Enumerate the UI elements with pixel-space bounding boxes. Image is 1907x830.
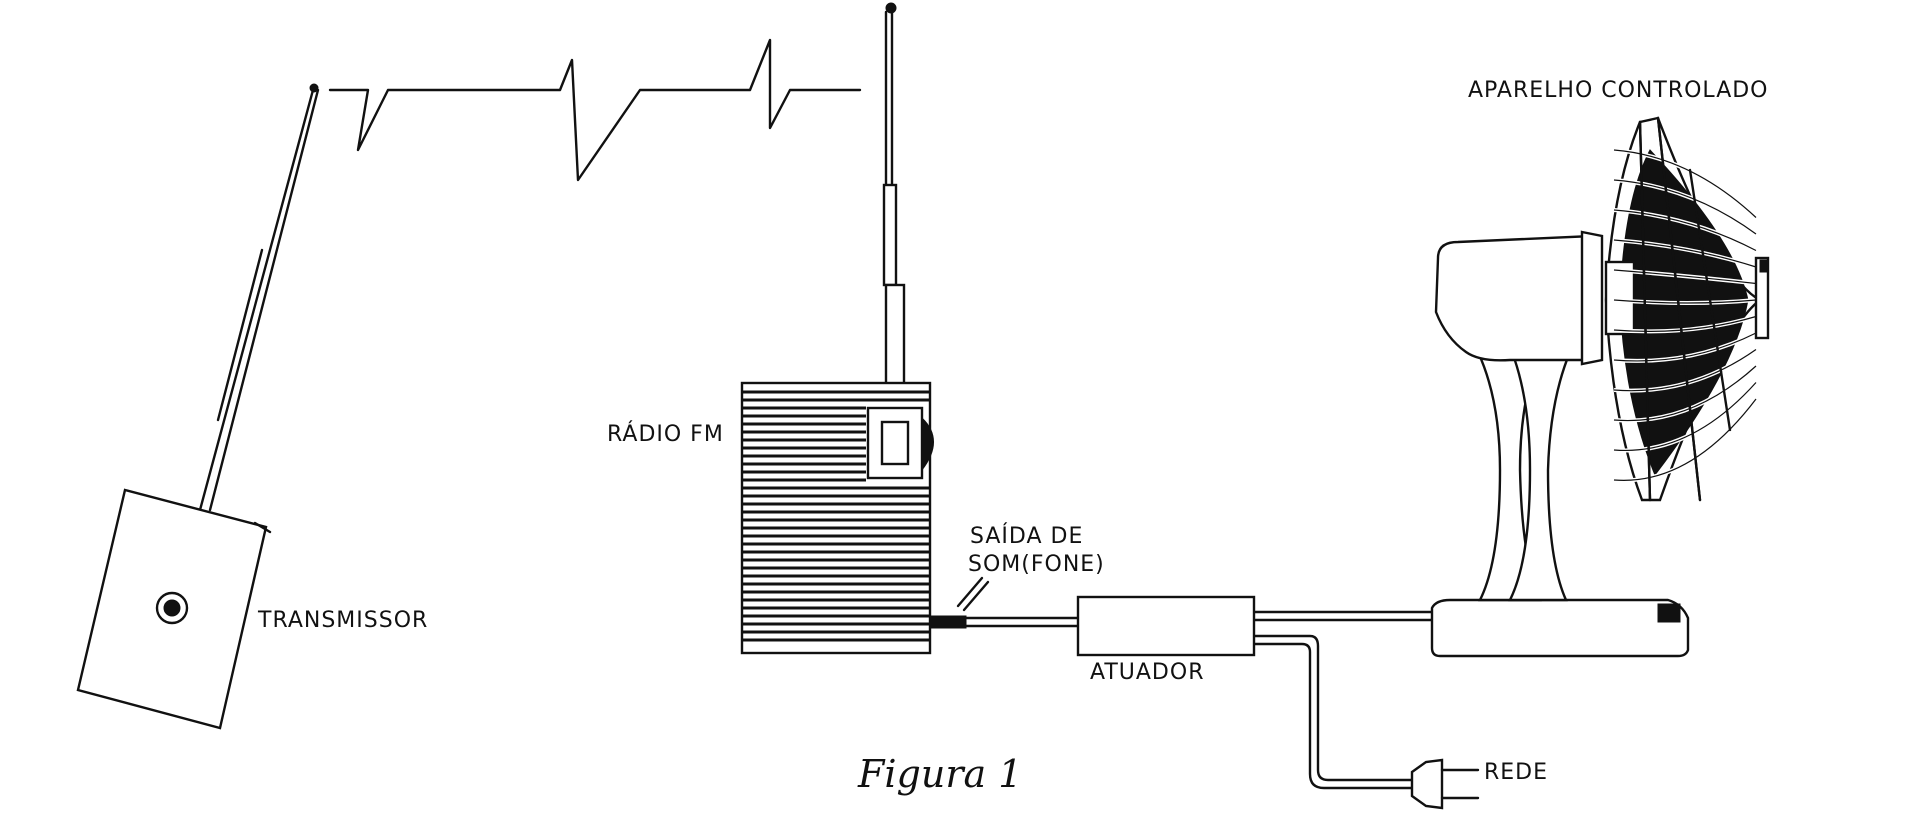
actuator-label: ATUADOR: [1090, 660, 1205, 685]
fan-guard-wire: [1613, 398, 1757, 481]
fan-guard-wire: [1613, 332, 1757, 362]
fan-guard-wire: [1613, 382, 1757, 452]
fan-guard-wire: [1613, 299, 1757, 304]
mains-label: REDE: [1484, 760, 1549, 785]
fan-guard-wire: [1613, 149, 1757, 218]
electric-fan-icon: [1430, 116, 1770, 658]
fan-guard-wire: [1613, 239, 1757, 268]
power-plug-icon: [1410, 758, 1480, 810]
fan-guard-wire: [1613, 365, 1757, 422]
transmitter-box-icon: [76, 83, 320, 730]
sound-output-label-line2: SOM(FONE): [968, 552, 1105, 577]
fm-radio-icon: [740, 2, 967, 655]
figure-caption: Figura 1: [858, 752, 1023, 796]
fan-guard-wire: [1613, 209, 1757, 252]
fan-guard-wire: [1613, 179, 1757, 235]
radio-wave-icon: [328, 38, 862, 182]
cables: [956, 576, 1434, 790]
sound-output-label-line1: SAÍDA DE: [970, 524, 1084, 549]
fan-guard-wire: [1613, 269, 1757, 285]
fan-guard-wire: [1613, 315, 1757, 333]
fm-radio-label: RÁDIO FM: [607, 422, 724, 447]
transmitter-label: TRANSMISSOR: [258, 608, 429, 633]
controlled-device-label: APARELHO CONTROLADO: [1468, 78, 1769, 103]
actuator-box-icon: [1076, 595, 1256, 657]
